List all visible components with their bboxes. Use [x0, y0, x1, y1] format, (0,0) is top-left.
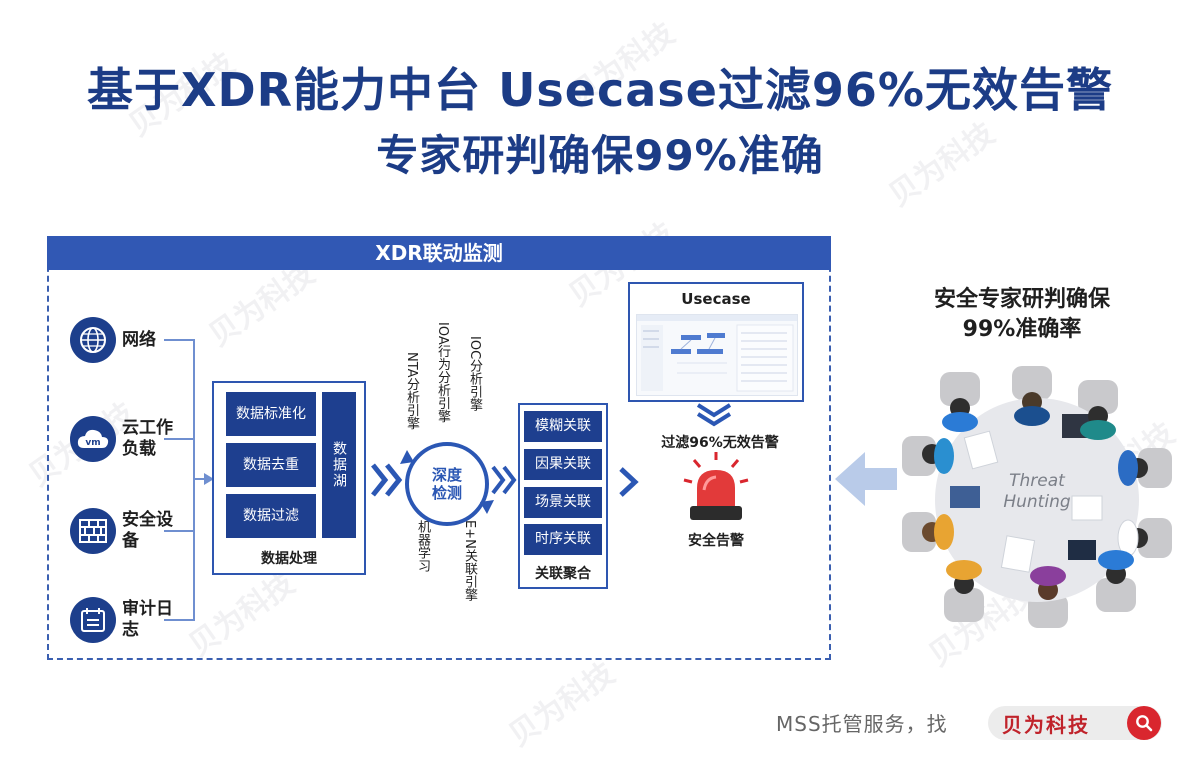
processing-caption: 数据处理 [261, 551, 317, 567]
connector-line [193, 339, 195, 621]
correlation-item: 时序关联 [524, 524, 602, 555]
search-button[interactable] [1127, 706, 1161, 740]
filter-label: 过滤96%无效告警 [661, 435, 779, 451]
engine-label-nta: NTA分析引擎 [404, 352, 419, 430]
correlation-item: 模糊关联 [524, 411, 602, 442]
source-label: 安全设备 [122, 510, 173, 551]
search-brand-text: 贝为科技 [1002, 713, 1090, 737]
globe-icon [70, 317, 116, 363]
expert-title-line: 99%准确率 [962, 317, 1082, 342]
expert-title-line: 安全专家研判确保 [933, 287, 1110, 312]
arrow-right-icon [204, 473, 214, 485]
connector-line [164, 438, 194, 440]
processing-item: 数据标准化 [226, 392, 316, 436]
correlation-caption: 关联聚合 [535, 566, 591, 582]
cloud-vm-icon: vm [70, 416, 116, 462]
double-chevron-right-icon [371, 463, 403, 497]
connector-line [164, 619, 194, 621]
firewall-icon [70, 508, 116, 554]
alarm-label: 安全告警 [688, 533, 744, 549]
source-network: 网络 [70, 315, 182, 365]
processing-item: 数据过滤 [226, 494, 316, 538]
cycle-arrow-icon [480, 500, 494, 514]
arrow-left-icon [835, 452, 897, 506]
xdr-header: XDR联动监测 [47, 236, 831, 270]
source-audit-log: 审计日志 [70, 595, 182, 645]
calendar-log-icon [70, 597, 116, 643]
footer-text: MSS托管服务，找 [776, 712, 948, 736]
engine-label-ioc: IOC分析引擎 [467, 336, 482, 412]
page-subtitle: 专家研判确保99%准确 [376, 131, 824, 180]
cycle-arrow-icon [400, 450, 414, 464]
engine-label-ml: 机器学习 [415, 520, 430, 572]
deep-detection-node: 深度检测 [405, 442, 489, 526]
data-lake: 数据湖 [322, 392, 356, 538]
svg-text:Hunting: Hunting [1003, 492, 1070, 512]
double-chevron-right-icon [491, 465, 517, 495]
engine-label-en: E+N关联引擎 [462, 520, 477, 601]
expert-team-illustration: Threat Hunting [902, 366, 1172, 628]
correlation-item: 场景关联 [524, 487, 602, 518]
source-label: 云工作负载 [122, 418, 173, 459]
svg-text:Threat: Threat [1009, 471, 1066, 491]
correlation-item: 因果关联 [524, 449, 602, 480]
source-security-device: 安全设备 [70, 506, 182, 556]
page-title: 基于XDR能力中台 Usecase过滤96%无效告警 [86, 63, 1113, 117]
connector-line [164, 530, 194, 532]
svg-text:vm: vm [85, 438, 100, 448]
source-cloud-workload: vm 云工作负载 [70, 414, 182, 464]
usecase-title: Usecase [681, 290, 751, 308]
processing-item: 数据去重 [226, 443, 316, 487]
chevron-right-icon [619, 467, 639, 497]
connector-line [164, 339, 194, 341]
usecase-screenshot [636, 314, 798, 396]
deep-detection-label: 深度检测 [431, 466, 462, 502]
source-label: 网络 [122, 329, 156, 350]
connector-line [193, 478, 207, 480]
watermark: 贝为科技 [502, 656, 622, 754]
siren-alarm-icon [683, 452, 749, 520]
engine-label-ioa: IOA行为分析引擎 [435, 322, 450, 423]
source-label: 审计日志 [122, 599, 173, 640]
search-icon [1136, 715, 1153, 732]
double-chevron-down-icon [696, 403, 732, 427]
expert-title: 安全专家研判确保 99%准确率 [897, 285, 1147, 345]
